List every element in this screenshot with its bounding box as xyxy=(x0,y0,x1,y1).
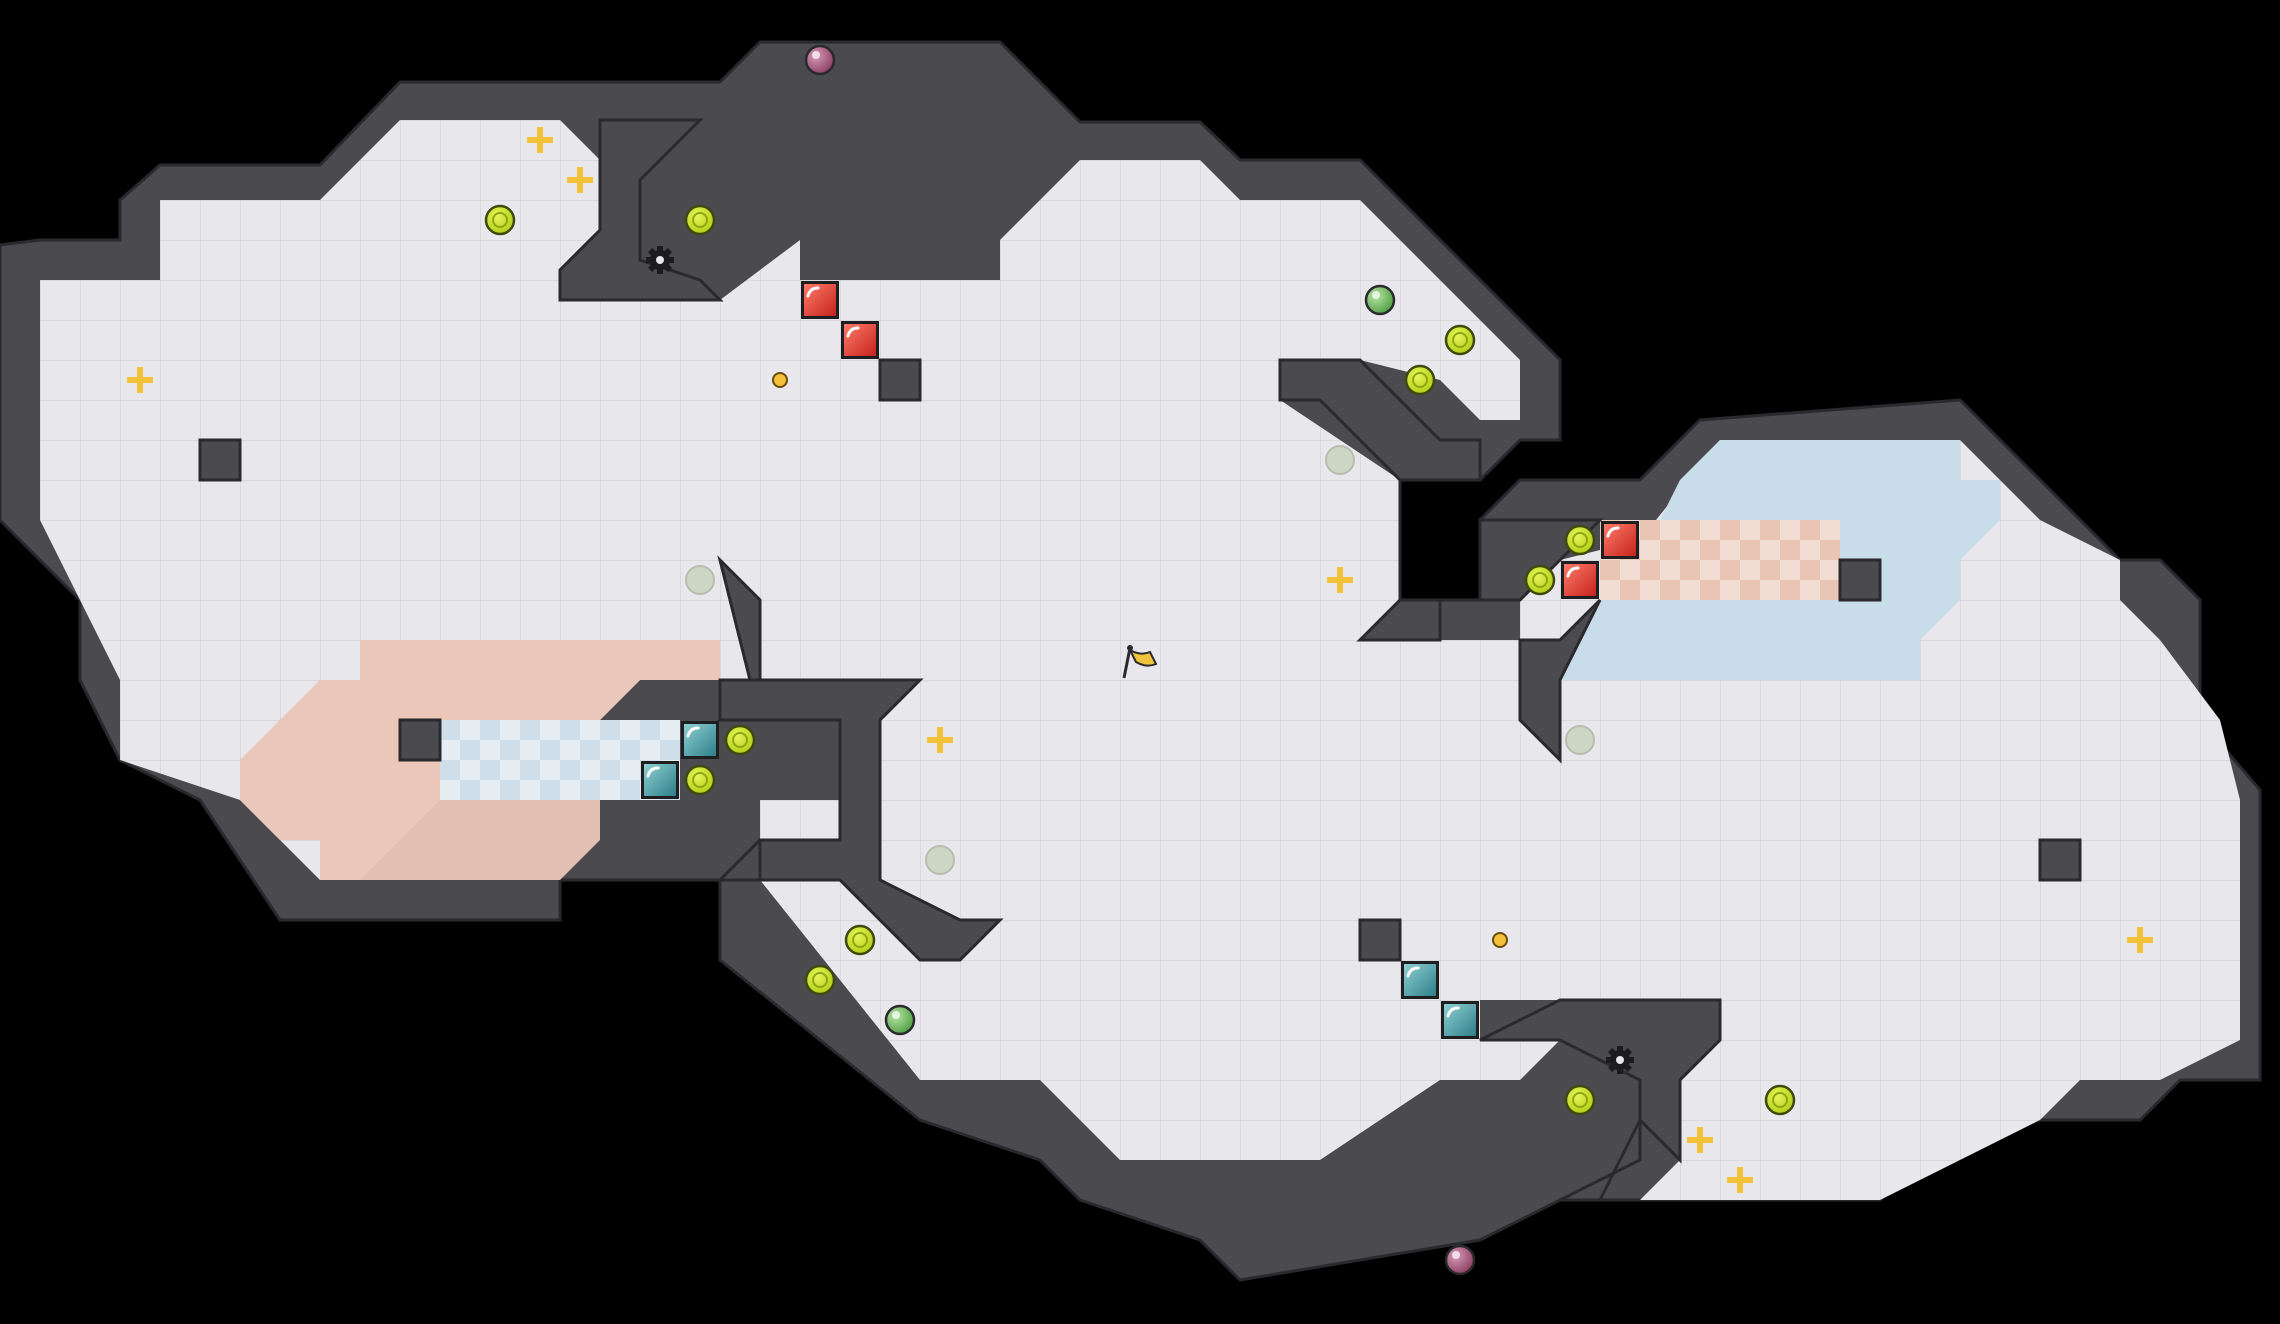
plus-pickup-icon[interactable] xyxy=(1687,1137,1713,1143)
blue-checker-zone xyxy=(1600,520,1840,600)
block-shine xyxy=(1566,566,1580,578)
goal-flag-pole xyxy=(1122,647,1132,679)
ghost-coin-icon xyxy=(1325,445,1355,475)
goal-flag-icon[interactable] xyxy=(1127,647,1158,667)
gear-tooth xyxy=(657,246,663,252)
teal-block[interactable] xyxy=(1404,964,1436,996)
coin-ring xyxy=(692,772,708,788)
ghost-coin-icon xyxy=(925,845,955,875)
coin-ring xyxy=(1452,332,1468,348)
zones xyxy=(240,440,2000,880)
gear-tooth xyxy=(657,268,663,274)
wall-block-5 xyxy=(1358,918,1402,962)
red-block[interactable] xyxy=(804,284,836,316)
block-shine xyxy=(1446,1006,1460,1018)
coin-ring xyxy=(1412,372,1428,388)
coin-ring xyxy=(1532,572,1548,588)
ghost-coin-icon xyxy=(1565,725,1595,755)
inner-wall-right-lower xyxy=(1518,598,1602,764)
coin-icon[interactable] xyxy=(1564,1084,1596,1116)
plus-pickup-icon[interactable] xyxy=(527,137,553,143)
coin-ring xyxy=(1572,532,1588,548)
block-shine xyxy=(846,326,860,338)
coin-ring xyxy=(812,972,828,988)
red-block[interactable] xyxy=(844,324,876,356)
inner-wall-right-pillar xyxy=(1278,358,1482,642)
orb-icon[interactable] xyxy=(884,1004,916,1036)
gear-tooth xyxy=(1617,1046,1623,1052)
plus-pickup-icon[interactable] xyxy=(1727,1177,1753,1183)
wall-block-3 xyxy=(398,718,442,762)
plus-pickup-icon[interactable] xyxy=(1327,577,1353,583)
plus-pickup-icon[interactable] xyxy=(127,377,153,383)
coin-icon[interactable] xyxy=(684,204,716,236)
gold-dot-icon[interactable] xyxy=(1492,932,1508,948)
wall-block-4 xyxy=(1838,558,1882,602)
teal-block[interactable] xyxy=(644,764,676,796)
coin-ring xyxy=(732,732,748,748)
inner-wall-bottom-right xyxy=(1479,998,1722,1202)
gold-dot-icon[interactable] xyxy=(772,372,788,388)
block-shine xyxy=(646,766,660,778)
teal-block[interactable] xyxy=(684,724,716,756)
plus-pickup-icon[interactable] xyxy=(567,177,593,183)
block-shine xyxy=(686,726,700,738)
wall-block-6 xyxy=(2038,838,2082,882)
inner-walls xyxy=(198,118,2082,1202)
gear-tooth xyxy=(1617,1068,1623,1074)
coin-icon[interactable] xyxy=(484,204,516,236)
block-shine xyxy=(806,286,820,298)
red-block[interactable] xyxy=(1564,564,1596,596)
orb-icon[interactable] xyxy=(1444,1244,1476,1276)
coin-icon[interactable] xyxy=(1524,564,1556,596)
coin-icon[interactable] xyxy=(1404,364,1436,396)
ghost-coin-icon xyxy=(685,565,715,595)
wall-block-2 xyxy=(878,358,922,402)
coin-ring xyxy=(1572,1092,1588,1108)
coin-icon[interactable] xyxy=(684,764,716,796)
coin-ring xyxy=(692,212,708,228)
orange-checker-zone xyxy=(440,720,680,800)
wall-block-1 xyxy=(198,438,242,482)
gear-hub xyxy=(1616,1056,1624,1064)
coin-ring xyxy=(852,932,868,948)
red-block[interactable] xyxy=(1604,524,1636,556)
teal-block[interactable] xyxy=(1444,1004,1476,1036)
orb-highlight xyxy=(892,1011,900,1019)
inner-wall-center-hook xyxy=(718,678,1004,962)
inner-wall-top-notch xyxy=(558,118,724,302)
coin-ring xyxy=(1772,1092,1788,1108)
coin-icon[interactable] xyxy=(724,724,756,756)
plus-pickup-icon[interactable] xyxy=(927,737,953,743)
coin-icon[interactable] xyxy=(1444,324,1476,356)
block-shine xyxy=(1606,526,1620,538)
coin-ring xyxy=(492,212,508,228)
orb-icon[interactable] xyxy=(1364,284,1396,316)
orb-highlight xyxy=(812,51,820,59)
coin-icon[interactable] xyxy=(844,924,876,956)
coin-icon[interactable] xyxy=(1764,1084,1796,1116)
orb-icon[interactable] xyxy=(804,44,836,76)
orb-highlight xyxy=(1372,291,1380,299)
plus-pickup-icon[interactable] xyxy=(2127,937,2153,943)
gear-hub xyxy=(656,256,664,264)
block-shine xyxy=(1406,966,1420,978)
coin-icon[interactable] xyxy=(804,964,836,996)
orb-highlight xyxy=(1452,1251,1460,1259)
coin-icon[interactable] xyxy=(1564,524,1596,556)
goal-flag-top xyxy=(1127,645,1133,651)
